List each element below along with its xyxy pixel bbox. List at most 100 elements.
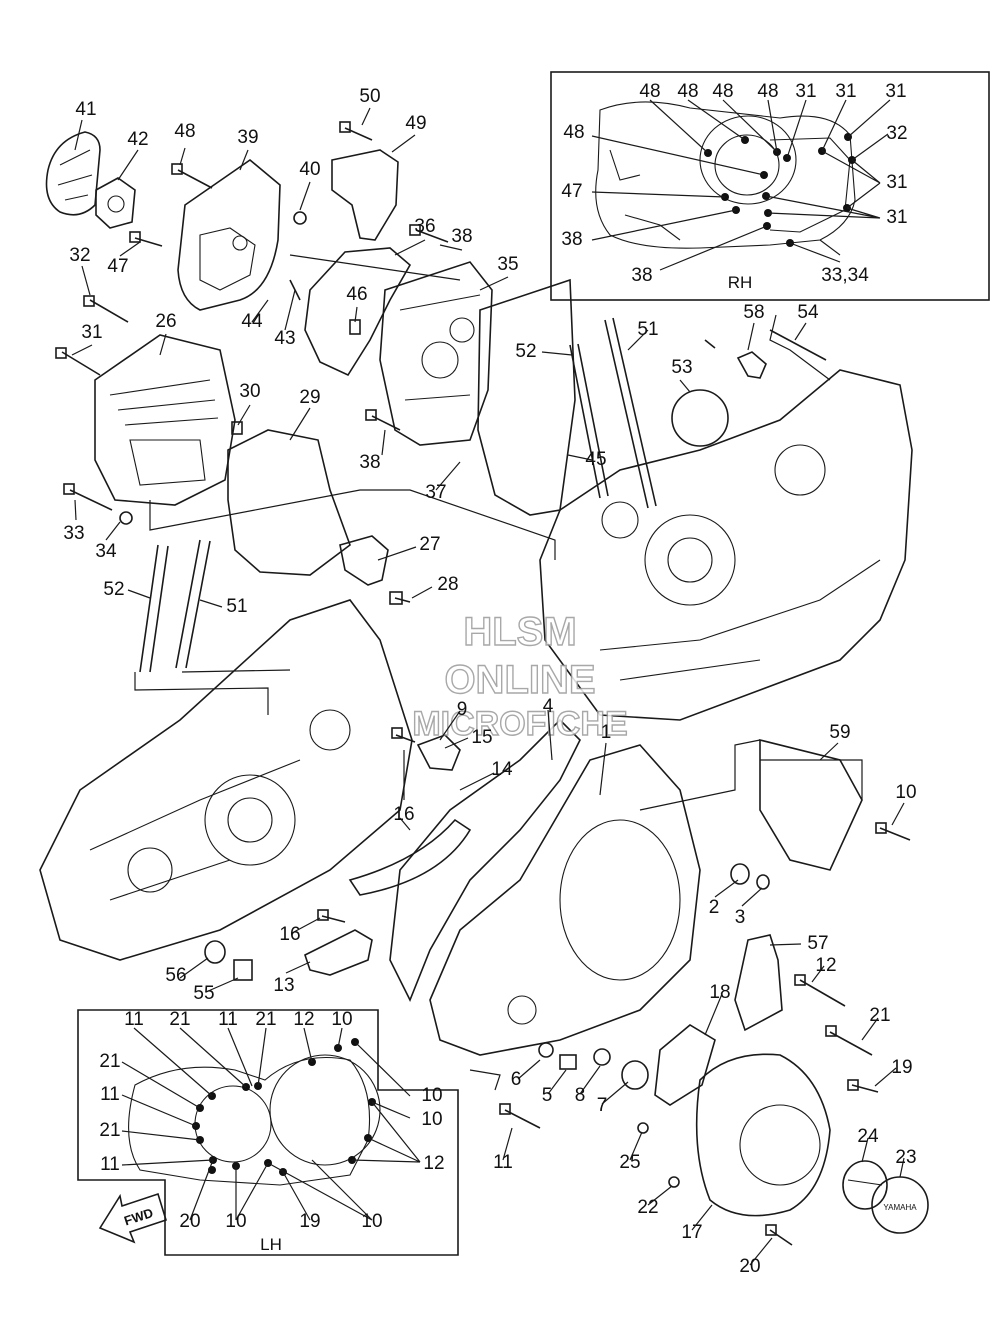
rh-inset-frame [550,71,990,301]
callout-30: 30 [239,381,260,402]
callout-12: 12 [815,955,836,976]
callout-31: 31 [81,322,102,343]
callout-2: 2 [709,897,720,918]
lh-callout: 21 [255,1009,276,1030]
callout-45: 45 [585,449,606,470]
callout-40: 40 [299,159,320,180]
callout-27: 27 [419,534,440,555]
rh-callout: 48 [677,81,698,102]
callout-23: 23 [895,1147,916,1168]
part-36-gasket [304,247,412,377]
small-fasteners [204,727,911,1246]
rh-callout: 48 [563,122,584,143]
callout-58: 58 [743,302,764,323]
rh-callout: 33,34 [821,265,869,286]
callout-13: 13 [273,975,294,996]
rh-callout: 48 [712,81,733,102]
callout-41: 41 [75,99,96,120]
callout-3: 3 [735,907,746,928]
callout-22: 22 [637,1197,658,1218]
lh-callout: 11 [218,1009,238,1030]
rh-callout: 38 [631,265,652,286]
callout-9: 9 [457,699,468,720]
callout-36: 36 [414,216,435,237]
fwd-arrow-icon: FWD [98,1192,167,1244]
lh-leaders [121,1027,421,1221]
part-45-gasket [477,278,576,516]
callout-39: 39 [237,127,258,148]
callout-49: 49 [405,113,426,134]
lh-callout: 10 [421,1085,442,1106]
callout-1: 1 [601,722,612,743]
callout-53: 53 [671,357,692,378]
lh-callout: 19 [299,1211,320,1232]
watermark-line2: ONLINE [444,658,595,702]
callout-26: 26 [155,311,176,332]
rh-callout: 38 [561,229,582,250]
callout-21: 21 [869,1005,890,1026]
callout-17: 17 [681,1222,702,1243]
main-callouts: 50 49 41 42 48 39 40 36 38 35 32 47 46 4… [63,86,916,1277]
callout-4: 4 [543,696,554,717]
assembly-lines [134,254,863,1091]
part-35-head [379,261,493,446]
part-13-bracket [304,929,373,976]
callout-59: 59 [829,722,850,743]
part-23-cap: YAMAHA [871,1176,929,1234]
part-26-cylinder-head [94,334,236,506]
callout-10: 10 [895,782,916,803]
callout-33: 33 [63,523,84,544]
part-49-bracket [331,149,399,241]
callout-38b: 38 [359,452,380,473]
callout-55: 55 [193,983,214,1004]
callout-47: 47 [107,256,128,277]
part-4-gasket [389,718,581,1002]
lh-inset: 11 21 11 21 12 10 21 11 10 10 21 11 12 2… [77,1009,459,1256]
lh-side-label: LH [260,1235,282,1254]
callout-43: 43 [274,328,295,349]
callout-29: 29 [299,387,320,408]
lh-inset-frame [77,1009,459,1256]
callout-38: 38 [451,226,472,247]
callout-19: 19 [891,1057,912,1078]
callout-35: 35 [497,254,518,275]
part-1-crankcase-cover [429,744,701,1056]
rh-callout: 31 [885,81,906,102]
lh-callout: 10 [225,1211,246,1232]
callout-5: 5 [542,1085,553,1106]
part-29-gasket [227,429,351,576]
callout-50: 50 [359,86,380,107]
callout-52b: 52 [103,579,124,600]
callout-48: 48 [174,121,195,142]
rh-leaders [591,99,891,271]
part-42-valve [95,177,136,229]
part-14-guide [348,818,472,896]
lower-crankcase-left [39,599,413,961]
callout-44: 44 [241,311,263,332]
callout-16: 16 [393,804,414,825]
lh-callout: 10 [421,1109,442,1130]
callout-15: 15 [471,727,492,748]
rh-callout: 31 [795,81,816,102]
part-53-oring [671,389,729,447]
lh-bolt-dots [192,1038,376,1176]
lh-callout: 11 [100,1084,120,1105]
main-leaders [71,107,905,1266]
watermark: HLSM ONLINE MICROFICHE [412,609,629,743]
part-57-lever [734,934,783,1032]
lh-callout: 21 [99,1120,120,1141]
rh-callout: 48 [639,81,660,102]
callout-24: 24 [857,1126,879,1147]
callout-7: 7 [597,1095,608,1116]
upper-crankcase-right [539,369,913,721]
rh-callout: 31 [886,207,907,228]
part-58-guide [736,351,767,379]
part-27-plate [339,535,389,586]
part-18-cover [654,1024,716,1106]
lh-callout: 12 [423,1153,444,1174]
part-39-head-cover [177,158,281,311]
callout-51b: 51 [226,596,247,617]
lh-callout: 12 [293,1009,314,1030]
callout-28: 28 [437,574,458,595]
